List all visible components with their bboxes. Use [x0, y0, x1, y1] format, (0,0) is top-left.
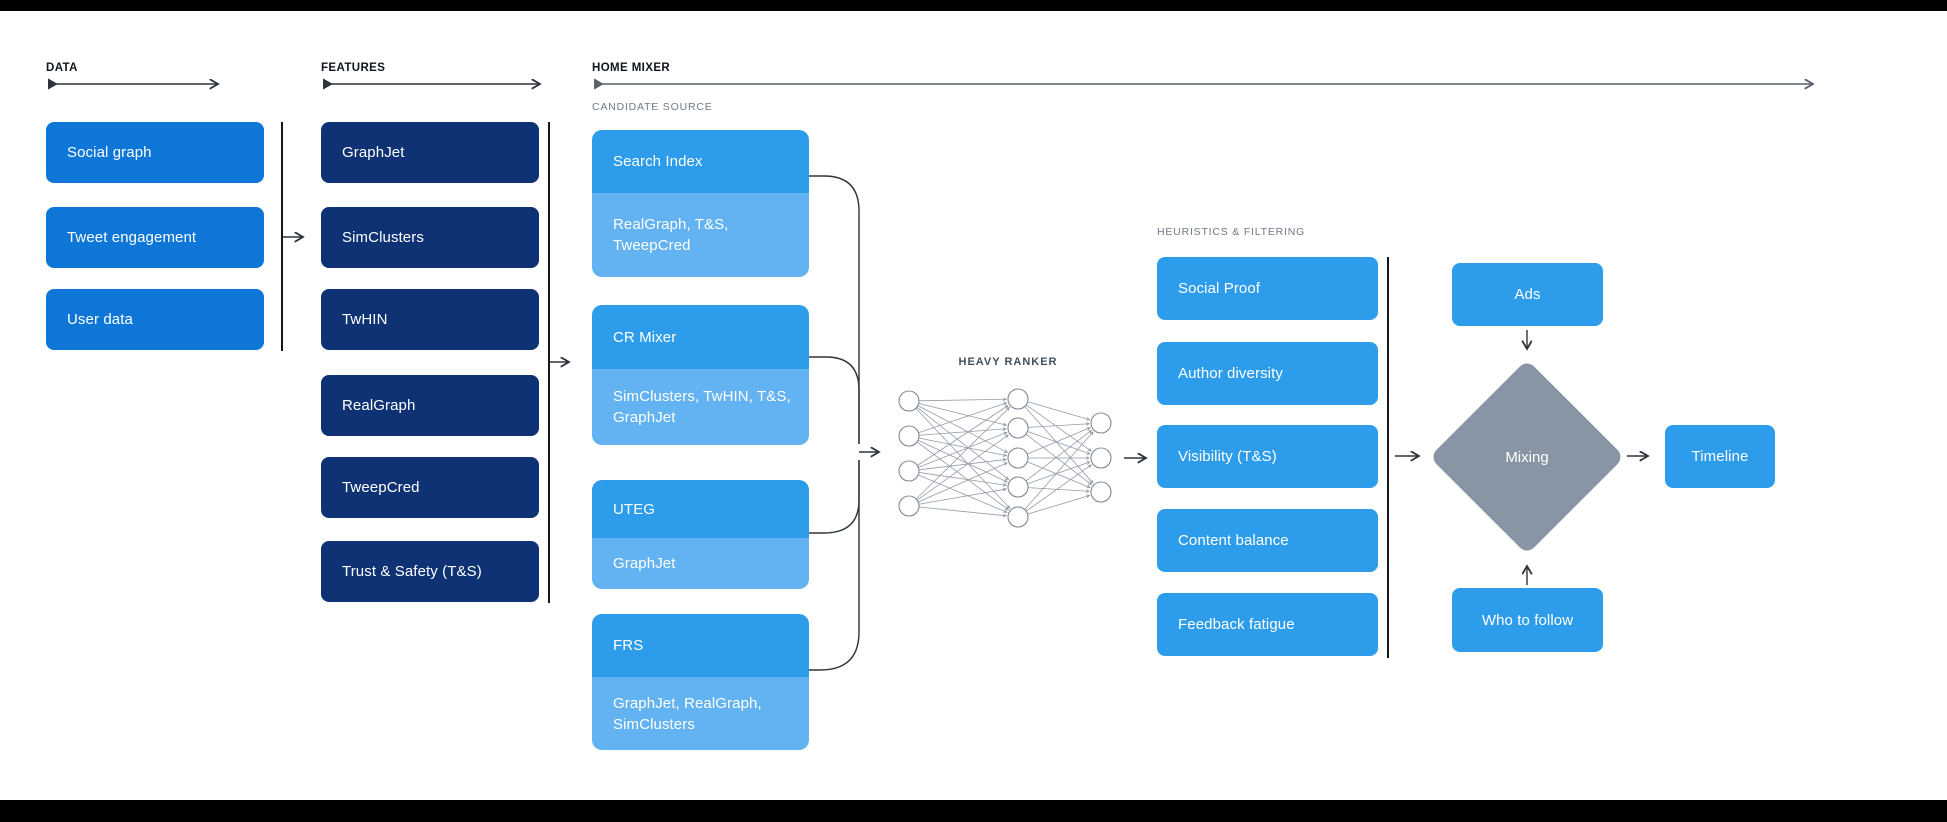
box-label: Social graph [67, 144, 152, 161]
candidate-sources: GraphJet, RealGraph, SimClusters [592, 677, 809, 750]
heuristic-box-content-balance: Content balance [1157, 509, 1378, 572]
box-label: User data [67, 311, 133, 328]
feature-box-trust-safety: Trust & Safety (T&S) [321, 541, 539, 602]
candidate-source-label: CANDIDATE SOURCE [592, 101, 713, 113]
candidate-name: Search Index [592, 130, 809, 193]
box-label: Content balance [1178, 532, 1289, 549]
box-label: Tweet engagement [67, 229, 197, 246]
heuristic-box-social-proof: Social Proof [1157, 257, 1378, 320]
top-black-bar [0, 0, 1947, 11]
box-label: TwHIN [342, 311, 388, 328]
box-label: Social Proof [1178, 280, 1261, 297]
data-box-user-data: User data [46, 289, 264, 350]
candidate-name: FRS [592, 614, 809, 677]
who-to-follow-box: Who to follow [1452, 588, 1603, 652]
feature-box-twhin: TwHIN [321, 289, 539, 350]
ads-box: Ads [1452, 263, 1603, 326]
timeline-box: Timeline [1665, 425, 1775, 488]
feature-box-tweepcred: TweepCred [321, 457, 539, 518]
box-label: Visibility (T&S) [1178, 448, 1277, 465]
candidate-card-cr-mixer: CR Mixer SimClusters, TwHIN, T&S, GraphJ… [592, 305, 809, 445]
wire-uteg [809, 460, 860, 534]
candidate-name: UTEG [592, 480, 809, 538]
heavy-ranker-label: HEAVY RANKER [958, 356, 1058, 368]
heuristic-box-author-diversity: Author diversity [1157, 342, 1378, 405]
candidate-card-search-index: Search Index RealGraph, T&S, TweepCred [592, 130, 809, 277]
candidate-name: CR Mixer [592, 305, 809, 369]
mixing-label: Mixing [1505, 448, 1549, 466]
feature-box-realgraph: RealGraph [321, 375, 539, 436]
heuristic-box-feedback-fatigue: Feedback fatigue [1157, 593, 1378, 656]
wire-cr-mixer [809, 356, 860, 444]
box-label: SimClusters [342, 229, 424, 246]
box-label: GraphJet [342, 144, 405, 161]
wire-frs [809, 460, 860, 671]
candidate-sources: GraphJet [592, 538, 809, 589]
box-label: Feedback fatigue [1178, 616, 1295, 633]
candidate-sources: RealGraph, T&S, TweepCred [592, 193, 809, 277]
candidate-card-uteg: UTEG GraphJet [592, 480, 809, 589]
box-label: TweepCred [342, 479, 420, 496]
box-label: Ads [1514, 286, 1541, 303]
heuristic-box-visibility: Visibility (T&S) [1157, 425, 1378, 488]
section-title-data: DATA [46, 62, 78, 74]
wire-search-index [809, 175, 860, 444]
section-title-home-mixer: HOME MIXER [592, 62, 671, 74]
candidate-card-frs: FRS GraphJet, RealGraph, SimClusters [592, 614, 809, 750]
data-box-tweet-engagement: Tweet engagement [46, 207, 264, 268]
feature-box-simclusters: SimClusters [321, 207, 539, 268]
box-label: RealGraph [342, 397, 416, 414]
bottom-black-bar [0, 800, 1947, 822]
neural-network-graphic [898, 388, 1112, 528]
heuristics-filtering-label: HEURISTICS & FILTERING [1157, 226, 1306, 238]
box-label: Who to follow [1481, 611, 1574, 629]
section-title-features: FEATURES [321, 62, 386, 74]
box-label: Trust & Safety (T&S) [342, 563, 482, 580]
box-label: Timeline [1691, 448, 1749, 465]
data-box-social-graph: Social graph [46, 122, 264, 183]
box-label: Author diversity [1178, 365, 1283, 382]
feature-box-graphjet: GraphJet [321, 122, 539, 183]
candidate-sources: SimClusters, TwHIN, T&S, GraphJet [592, 369, 809, 445]
